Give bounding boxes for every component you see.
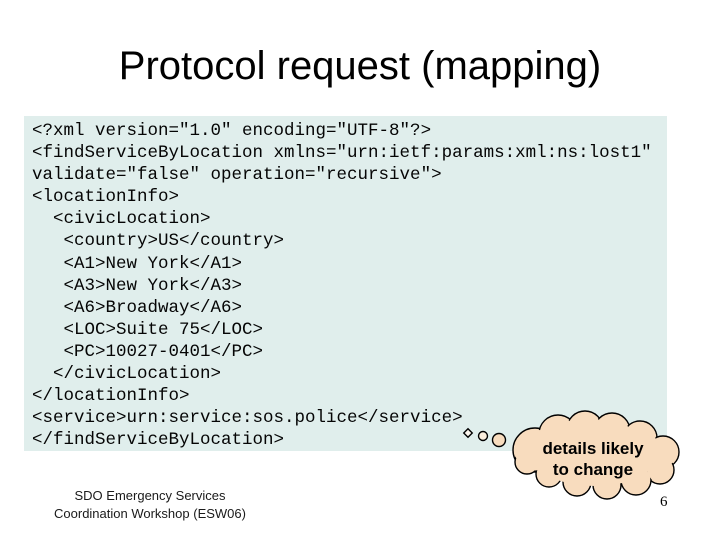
cloud-callout-text-line2: to change — [553, 460, 633, 479]
thought-bubble-medium-icon — [477, 430, 489, 442]
footer: SDO Emergency Services Coordination Work… — [28, 487, 272, 523]
thought-cloud-callout: details likely to change — [462, 410, 680, 500]
footer-line1: SDO Emergency Services — [74, 488, 226, 503]
slide-title: Protocol request (mapping) — [118, 44, 602, 88]
thought-bubble-large-icon — [491, 432, 507, 448]
footer-line2: Coordination Workshop (ESW06) — [54, 506, 246, 521]
cloud-icon — [512, 410, 680, 500]
page-number: 6 — [660, 494, 668, 510]
thought-bubble-small-icon — [462, 427, 474, 439]
xml-code-block: <?xml version="1.0" encoding="UTF-8"?> <… — [24, 116, 667, 451]
cloud-callout-text-line1: details likely — [542, 439, 644, 458]
